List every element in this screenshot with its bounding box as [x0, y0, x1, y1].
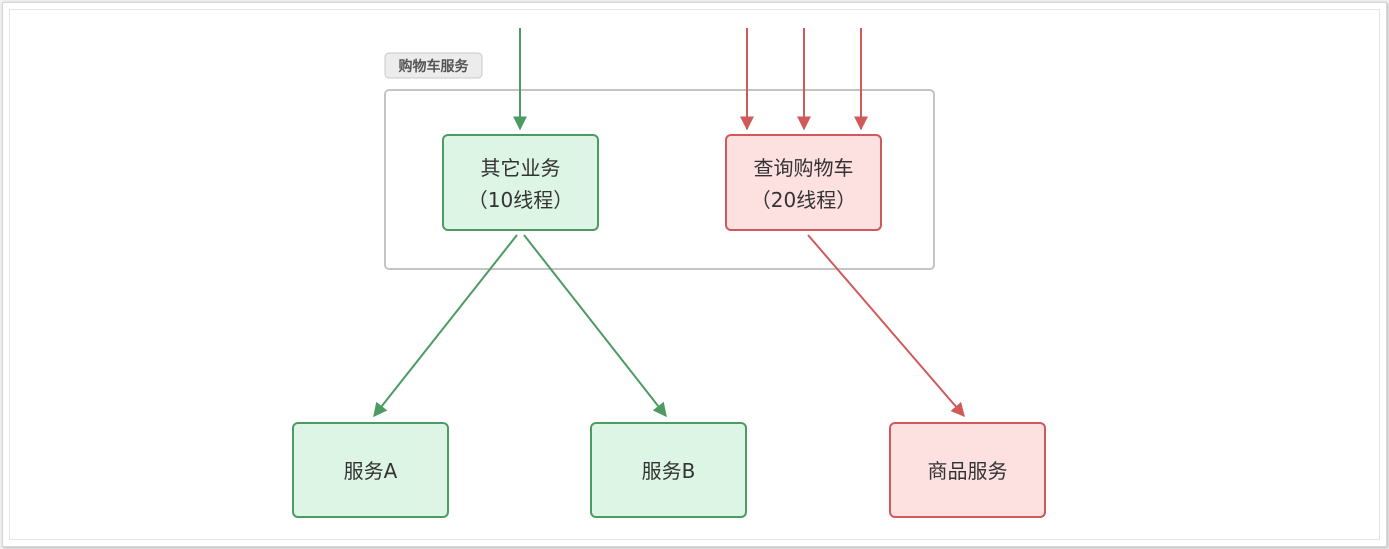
node-other-business-title: 其它业务	[481, 156, 561, 180]
arrow-other-business-to-service-a	[373, 234, 518, 418]
cart-service-group-label: 购物车服务	[399, 58, 470, 75]
node-product-service: 商品服务	[889, 422, 1046, 518]
node-service-b-label: 服务B	[642, 459, 696, 483]
node-query-cart-threads: （20线程）	[751, 188, 856, 212]
node-service-a-label: 服务A	[344, 459, 398, 483]
cart-service-group-tag	[384, 52, 483, 79]
node-query-cart-box	[725, 134, 882, 231]
node-product-service-box	[889, 422, 1046, 518]
node-product-service-label: 商品服务	[928, 459, 1008, 483]
arrow-other-business-to-service-b	[523, 234, 667, 418]
diagram-inner-border	[9, 9, 1380, 540]
node-other-business-box	[442, 134, 599, 231]
node-other-business-threads: （10线程）	[468, 188, 573, 212]
node-query-cart: 查询购物车 （20线程）	[725, 134, 882, 231]
cart-service-group-box	[384, 89, 935, 270]
node-service-a-box	[292, 422, 449, 518]
node-service-b: 服务B	[590, 422, 747, 518]
cart-service-group: 购物车服务	[384, 52, 935, 270]
node-service-a: 服务A	[292, 422, 449, 518]
node-service-b-box	[590, 422, 747, 518]
node-other-business: 其它业务 （10线程）	[442, 134, 599, 231]
node-query-cart-title: 查询购物车	[754, 156, 854, 180]
arrow-query-cart-to-product-service	[807, 234, 965, 418]
